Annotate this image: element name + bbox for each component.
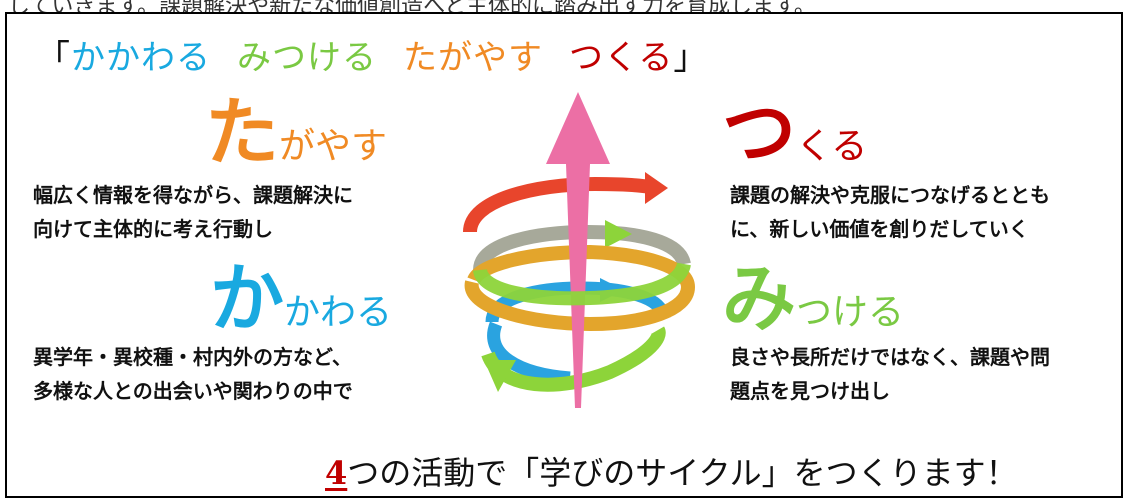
mitsukeru-first-char: み (722, 256, 796, 342)
red-arrowhead-icon (645, 172, 668, 204)
footer-text: つの活動で「学びのサイクル」をつくります！ (347, 454, 1018, 492)
headline-open-bracket: 「 (36, 38, 71, 78)
orange-ring (464, 244, 696, 332)
mitsukeru-title: みつける (722, 262, 904, 336)
tsukuru-line-2: に、新しい価値を創りだしていく (730, 217, 1029, 241)
spiral-arrow-icon (463, 92, 696, 408)
tsukuru-line-1: 課題の解決や克服につなげるととも (730, 183, 1050, 207)
headline-mitsukeru: みつける (237, 38, 377, 78)
clipped-top-text: していきます。課題解決や新たな価値創造へと主体的に踏み出す力を育成します。 (0, 0, 1128, 12)
mitsukeru-line-1: 良さや長所だけではなく、課題や問 (730, 345, 1050, 369)
tagayasu-title: たがやす (205, 96, 387, 170)
headline-close-bracket: 」 (673, 38, 709, 78)
tsukuru-first-char: つ (722, 90, 796, 176)
kakawaru-rest: かわる (284, 292, 393, 333)
mitsukeru-description: 良さや長所だけではなく、課題や問 題点を見つけ出し (730, 340, 1050, 408)
headline-kakawaru: かかわる (71, 38, 211, 78)
kakawaru-description: 異学年・異校種・村内外の方など、 多様な人との出会いや関わりの中で (33, 340, 353, 408)
green-lower-arrowhead-icon (484, 360, 516, 392)
clipped-top-line: していきます。課題解決や新たな価値創造へと主体的に踏み出す力を育成します。 (8, 0, 1128, 12)
up-arrow-icon (546, 92, 610, 408)
kakawaru-first-char: か (210, 256, 284, 342)
diagram-frame (5, 12, 1123, 498)
headline-tsukuru: つくる (569, 38, 674, 78)
red-ring (463, 176, 652, 234)
kakawaru-line-1: 異学年・異校種・村内外の方など、 (33, 345, 352, 369)
headline: 「かかわるみつけるたがやすつくる」 (36, 30, 708, 79)
mitsukeru-rest: つける (796, 292, 905, 333)
mitsukeru-line-2: 題点を見つけ出し (730, 379, 890, 403)
green-ring-back (473, 224, 691, 272)
tagayasu-rest: がやす (279, 126, 388, 167)
footer-number: 4 (325, 454, 348, 492)
green-arrowhead-icon (605, 220, 632, 248)
footer-message: 4つの活動で「学びのサイクル」をつくります！ (325, 448, 1018, 494)
tagayasu-line-1: 幅広く情報を得ながら、課題解決に (33, 183, 353, 207)
tsukuru-description: 課題の解決や克服につなげるととも に、新しい価値を創りだしていく (730, 178, 1050, 246)
tagayasu-description: 幅広く情報を得ながら、課題解決に 向けて主体的に考え行動し (33, 178, 353, 246)
green-ring-front (473, 261, 691, 306)
tsukuru-rest: くる (796, 126, 868, 167)
kakawaru-title: かかわる (210, 262, 392, 336)
tagayasu-first-char: た (205, 90, 279, 176)
tsukuru-title: つくる (722, 96, 867, 170)
kakawaru-line-2: 多様な人との出会いや関わりの中で (33, 379, 353, 403)
headline-tagayasu: たがやす (403, 38, 543, 78)
tagayasu-line-2: 向けて主体的に考え行動し (33, 217, 273, 241)
